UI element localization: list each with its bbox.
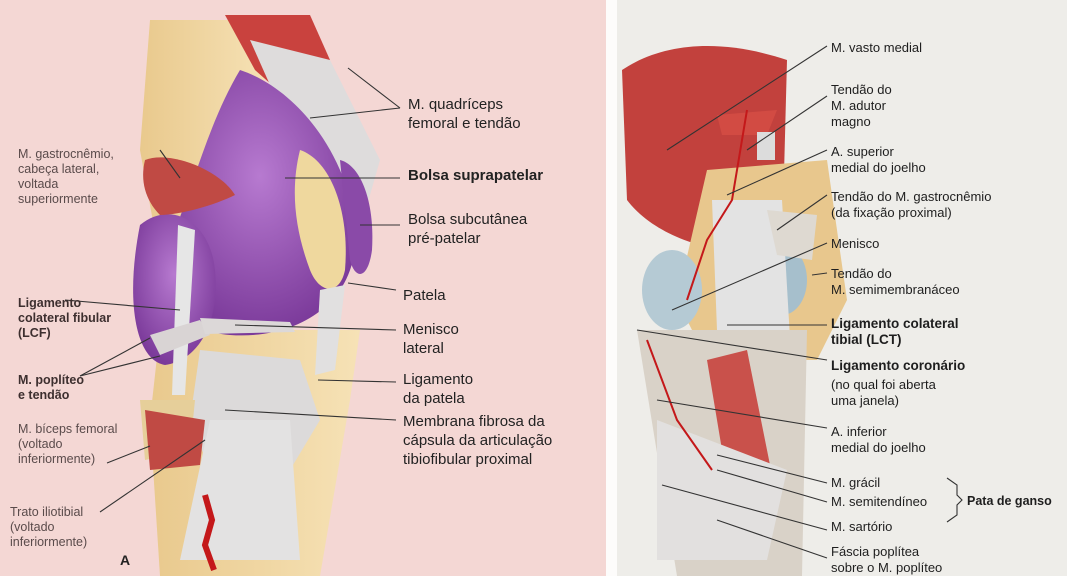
panel-divider bbox=[606, 0, 617, 576]
label-membrana-fibrosa: Membrana fibrosa da cápsula da articulaç… bbox=[403, 412, 552, 469]
panel-letter: A bbox=[120, 552, 130, 568]
label-patela: Patela bbox=[403, 286, 446, 305]
label-ligamento-patela: Ligamento da patela bbox=[403, 370, 473, 408]
panel-a-lateral-knee: M. quadríceps femoral e tendão Bolsa sup… bbox=[0, 0, 606, 576]
label-tendao-semimembranaceo: Tendão do M. semimembranáceo bbox=[831, 266, 960, 298]
label-biceps-femoral: M. bíceps femoral (voltado inferiormente… bbox=[18, 422, 117, 467]
label-bolsa-subcutanea: Bolsa subcutânea pré-patelar bbox=[408, 210, 527, 248]
label-quadriceps: M. quadríceps femoral e tendão bbox=[408, 95, 521, 133]
label-popliteo: M. poplíteo e tendão bbox=[18, 373, 84, 403]
label-tendao-gastrocnemio: Tendão do M. gastrocnêmio (da fixação pr… bbox=[831, 189, 991, 221]
label-trato-iliotibial: Trato iliotibial (voltado inferiormente) bbox=[10, 505, 87, 550]
label-a-inferior: A. inferior medial do joelho bbox=[831, 424, 926, 456]
label-coronario-note: (no qual foi aberta uma janela) bbox=[831, 377, 936, 409]
label-fascia-poplitea: Fáscia poplítea sobre o M. poplíteo bbox=[831, 544, 942, 576]
label-gracil: M. grácil bbox=[831, 475, 880, 491]
label-a-superior: A. superior medial do joelho bbox=[831, 144, 926, 176]
label-menisco: Menisco bbox=[831, 236, 879, 252]
label-vasto-medial: M. vasto medial bbox=[831, 40, 922, 56]
meniscus-left bbox=[642, 250, 702, 330]
label-menisco-lateral: Menisco lateral bbox=[403, 320, 459, 358]
label-sartorio: M. sartório bbox=[831, 519, 892, 535]
panel-b-medial-knee: M. vasto medial Tendão do M. adutor magn… bbox=[617, 0, 1067, 576]
label-bolsa-suprapatelar: Bolsa suprapatelar bbox=[408, 166, 543, 185]
label-semitendineo: M. semitendíneo bbox=[831, 494, 927, 510]
lateral-knee-illustration bbox=[0, 0, 606, 576]
label-gastrocnemio: M. gastrocnêmio, cabeça lateral, voltada… bbox=[18, 147, 114, 207]
label-lcf: Ligamento colateral fibular (LCF) bbox=[18, 296, 111, 341]
label-lct: Ligamento colateral tibial (LCT) bbox=[831, 316, 959, 348]
adductor-tendon-stub bbox=[757, 132, 775, 160]
label-pata-de-ganso: Pata de ganso bbox=[967, 493, 1052, 509]
label-ligamento-coronario: Ligamento coronário bbox=[831, 358, 965, 374]
label-tendao-adutor: Tendão do M. adutor magno bbox=[831, 82, 892, 130]
